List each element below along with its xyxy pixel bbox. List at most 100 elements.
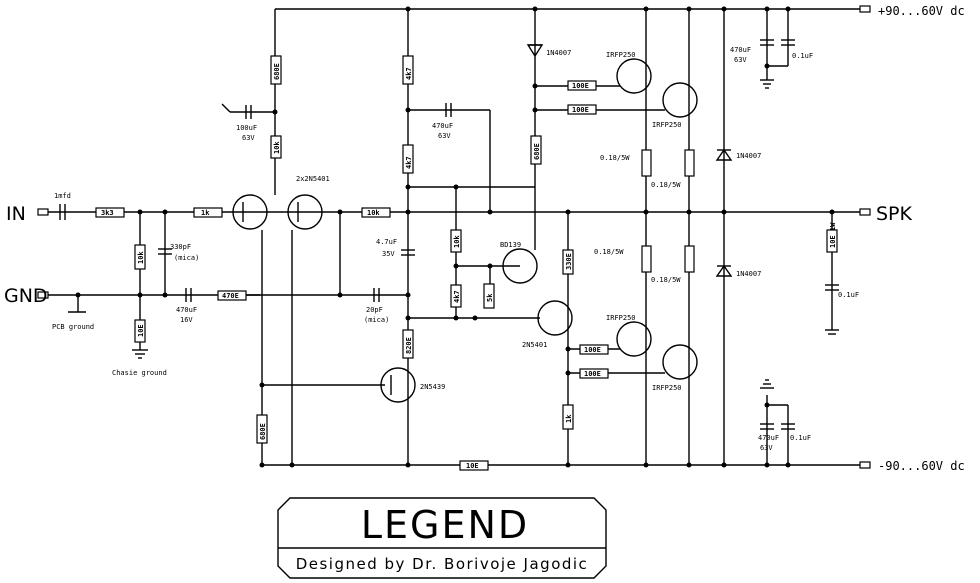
r-in-label: 3k3: [101, 209, 114, 217]
r-820-label: 820E: [405, 337, 413, 354]
q-bias-label: BD139: [500, 241, 521, 249]
pos-supply-label: +90...60V dc: [878, 4, 965, 18]
r-base-label: 1k: [201, 209, 210, 217]
c330-type-label: (mica): [174, 254, 199, 262]
pos-terminal: [859, 5, 871, 13]
r-gate3-label: 100E: [584, 346, 601, 354]
r-top-body: [270, 55, 282, 85]
r-gate4-label: 100E: [584, 370, 601, 378]
mos2-circle: [662, 82, 698, 118]
gnd-label: GND: [4, 285, 48, 307]
r-4k7-top-label: 4k7: [405, 67, 413, 80]
r-4k7-top-body: [402, 55, 414, 85]
rs1-body: [641, 149, 652, 177]
r-zob-body: [826, 229, 838, 253]
rs1-label: 0.18/5W: [600, 154, 630, 162]
d-out-top-label: 1N4007: [736, 152, 761, 160]
c-in-label: 1mfd: [54, 192, 71, 200]
r-680-bot-body: [256, 414, 268, 444]
mos4-circle: [662, 344, 698, 380]
r-820-body: [402, 329, 414, 359]
r-vbe-4k7-label: 4k7: [453, 290, 461, 303]
mos2-label: IRFP250: [652, 121, 682, 129]
legend-box: [277, 497, 607, 579]
r-gate2-label: 100E: [572, 106, 589, 114]
r-1k-bot-label: 1k: [565, 414, 573, 423]
r-bias-label: 10k: [273, 141, 281, 154]
c470-63-volt-label: 63V: [438, 132, 451, 140]
r-shunt-body: [134, 244, 146, 270]
gnd-terminal: [37, 291, 49, 299]
chassis-ground-label: Chasie ground: [112, 369, 167, 377]
r-bias-body: [270, 135, 282, 159]
c-sup-pos-ceramic-label: 0.1uF: [792, 52, 813, 60]
mos4-label: IRFP250: [652, 384, 682, 392]
c-sup-neg-label: 470uF: [758, 434, 779, 442]
r-gate1-label: 100E: [572, 82, 589, 90]
c-sup-neg-ceramic-label: 0.1uF: [790, 434, 811, 442]
spk-label: SPK: [876, 203, 913, 225]
c470-16-volt-label: 16V: [180, 316, 193, 324]
mos1-circle: [616, 58, 652, 94]
c100-volt-label: 63V: [242, 134, 255, 142]
rs3-body: [641, 245, 652, 273]
r-1k-bot-body: [562, 404, 574, 430]
r-vbe-10k-label: 10k: [453, 235, 461, 248]
r-gnd-body: [134, 319, 146, 343]
r-4k7-mid-label: 4k7: [405, 156, 413, 169]
neg-supply-label: -90...60V dc: [878, 459, 965, 473]
in-terminal: [37, 208, 49, 216]
r-gate3-body: [579, 344, 609, 355]
c330-label: 330pF: [170, 243, 191, 251]
r-base-body: [193, 207, 223, 218]
junction-dots: [75, 6, 835, 468]
c470-16-label: 470uF: [176, 306, 197, 314]
d-out-bot-label: 1N4007: [736, 270, 761, 278]
r-gnd-label: 10E: [137, 324, 145, 337]
r-in-body: [95, 207, 125, 218]
r-drv-pos-body: [530, 135, 542, 165]
c100-label: 100uF: [236, 124, 257, 132]
c470-63-label: 470uF: [432, 122, 453, 130]
r-gate2-body: [567, 104, 597, 115]
c100-gnd-hatch: [221, 103, 231, 113]
r-trim-label: 5k: [486, 293, 494, 302]
r-drv-neg-body: [562, 249, 574, 275]
c20p-label: 20pF: [366, 306, 383, 314]
rs4-body: [684, 245, 695, 273]
mos3-label: IRFP250: [606, 314, 636, 322]
r-gate4-body: [579, 368, 609, 379]
legend-subtitle: Designed by Dr. Borivoje Jagodic: [296, 555, 589, 573]
c20p-type-label: (mica): [364, 316, 389, 324]
rs3-label: 0.18/5W: [594, 248, 624, 256]
r-ff-body: [361, 207, 391, 218]
mos3-circle: [616, 321, 652, 357]
q-bias-circle: [502, 248, 538, 284]
c-zob-label: 0.1uF: [838, 291, 859, 299]
rs2-body: [684, 149, 695, 177]
c-sup-neg-volt-label: 63V: [760, 444, 773, 452]
in-label: IN: [6, 203, 26, 225]
r-drv-pos-label: 680E: [533, 143, 541, 160]
q-drv-label: 2N5401: [522, 341, 547, 349]
r-trim-body: [483, 283, 495, 309]
r-zob-label: 10E 1W: [829, 222, 837, 248]
c47-volt-label: 35V: [382, 250, 395, 258]
r-10e-bot-label: 10E: [466, 462, 479, 470]
q-vas-circle: [380, 367, 416, 403]
legend-title: LEGEND: [361, 503, 529, 547]
r-drv-neg-label: 330E: [565, 253, 573, 270]
r-fb-label: 470E: [222, 292, 239, 300]
r-vbe-4k7-body: [450, 284, 462, 308]
rs4-label: 0.18/5W: [651, 276, 681, 284]
q-input-a-circle: [232, 194, 268, 230]
r-top-label: 680E: [273, 63, 281, 80]
r-shunt-label: 10k: [137, 251, 145, 264]
r-4k7-mid-body: [402, 144, 414, 174]
d-top-label: 1N4007: [546, 49, 571, 57]
d-out-top-symbol: [715, 148, 733, 161]
d-out-bot-symbol: [715, 264, 733, 277]
mos1-label: IRFP250: [606, 51, 636, 59]
q-input-label: 2x2N5401: [296, 175, 330, 183]
